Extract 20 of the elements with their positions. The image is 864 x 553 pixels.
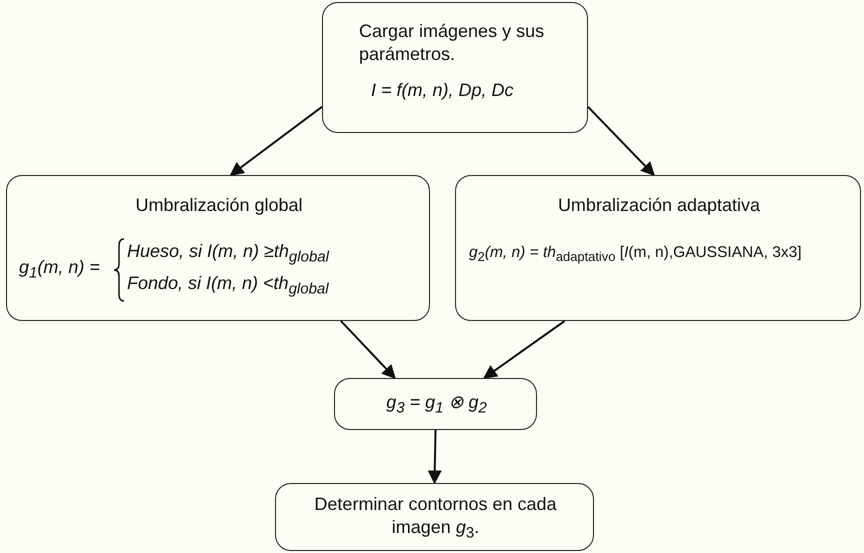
step-text: Cargar imágenes y sus parámetros. <box>359 20 546 65</box>
formula-case: Fondo, si I(m, n) <th$_{global}$ <box>127 272 329 300</box>
arrow <box>230 106 323 176</box>
process-box <box>275 483 594 551</box>
process-box <box>334 378 537 430</box>
step-title: Umbralización global <box>134 194 304 216</box>
process-box <box>455 175 861 321</box>
process-box <box>322 2 588 133</box>
arrow <box>587 106 655 176</box>
arrow <box>340 320 396 380</box>
formula: g$_{3}$ = g$_{1}$ ⊗ g$_{2}$ <box>385 391 488 418</box>
arrow <box>428 430 442 484</box>
step-title: Umbralización adaptativa <box>556 194 762 216</box>
formula-case: Hueso, si I(m, n) ≥th$_{global}$ <box>127 240 329 268</box>
step-text: Determinar contornos en cada imagen g$_{3}$. <box>313 493 558 543</box>
formula: g$_{2}$(m, n) = th$_{adaptativo}$ [I(m, n),GAUSSIANA, 3x3] <box>469 243 802 266</box>
formula: g$_{1}$(m, n) = <box>19 256 100 284</box>
formula: I = f(m, n), Dp, Dc <box>371 79 514 102</box>
process-box <box>6 175 430 321</box>
arrow <box>483 320 566 379</box>
